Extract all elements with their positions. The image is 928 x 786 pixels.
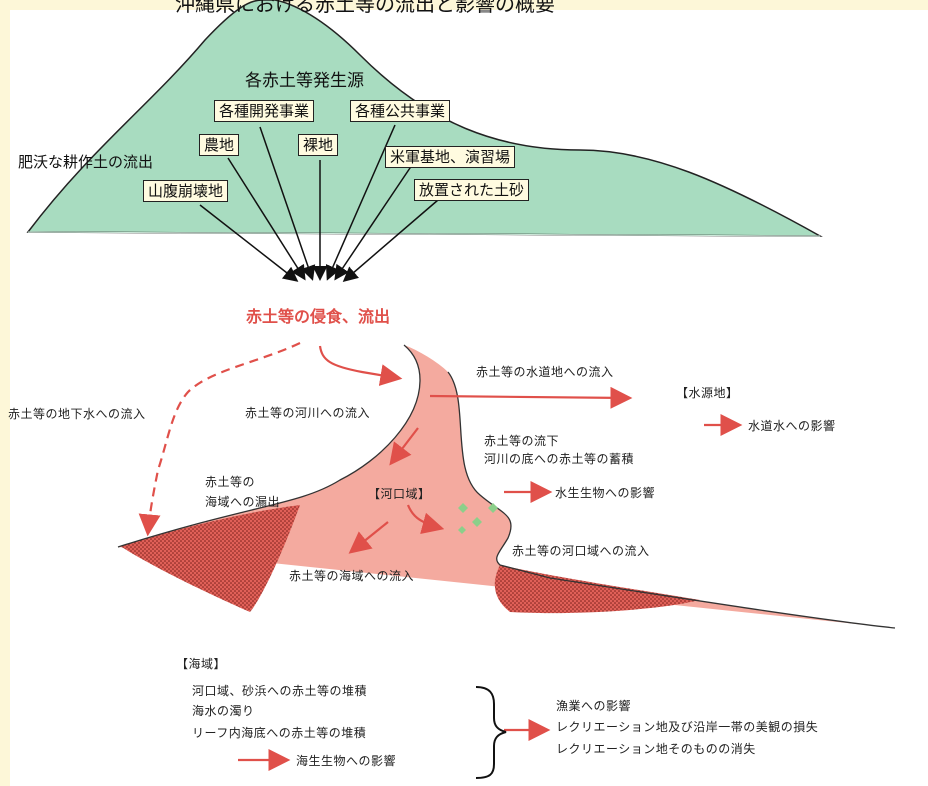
arrow-nochi bbox=[227, 157, 306, 281]
arrow-to-groundwater bbox=[138, 342, 301, 537]
particle-4 bbox=[458, 526, 466, 534]
source-bare-land: 裸地 bbox=[298, 134, 339, 156]
water-source-inflow-label: 赤土等の水道地への流入 bbox=[476, 365, 614, 379]
groundwater-label: 赤土等の地下水への流入 bbox=[8, 407, 146, 421]
top-strip bbox=[0, 0, 928, 10]
brace bbox=[475, 686, 507, 779]
sources-heading: 各赤土等発生源 bbox=[245, 71, 364, 91]
particle-2 bbox=[472, 517, 482, 527]
sea-item-2: 海水の濁り bbox=[192, 704, 255, 718]
estuary-title: 【河口域】 bbox=[368, 487, 431, 501]
sea-title: 【海域】 bbox=[176, 657, 227, 671]
arrow-yamahara bbox=[199, 204, 299, 282]
arrow-to-estuary bbox=[406, 504, 445, 534]
water-supply-effect: 水道水への影響 bbox=[748, 419, 836, 433]
left-strip bbox=[0, 0, 10, 786]
particle-1 bbox=[458, 503, 468, 513]
aquatic-effect-label: 水生生物への影響 bbox=[555, 486, 656, 500]
sea-outflow-label-1: 赤土等の bbox=[205, 475, 256, 489]
riverbed-deposit-label: 河川の底への赤土等の蓄積 bbox=[484, 452, 635, 466]
river-shape bbox=[118, 345, 895, 628]
result-1: 漁業への影響 bbox=[556, 699, 632, 713]
marine-effect-label: 海生生物への影響 bbox=[296, 754, 397, 768]
arrow-river-down bbox=[389, 427, 419, 466]
flow-down-label: 赤土等の流下 bbox=[484, 434, 560, 448]
arrow-kokyo bbox=[325, 124, 396, 281]
arrow-hochi bbox=[342, 199, 439, 282]
erosion-label: 赤土等の侵食、流出 bbox=[246, 307, 391, 326]
seafloor-deposit-left bbox=[120, 505, 300, 612]
source-development: 各種開発事業 bbox=[214, 100, 315, 122]
sea-outflow-label-2: 海域への漏出 bbox=[205, 495, 281, 509]
diagram-title: 沖縄県における赤土等の流出と影響の概要 bbox=[175, 0, 555, 16]
source-slope-collapse: 山腹崩壊地 bbox=[143, 180, 229, 202]
arrow-beigun bbox=[334, 164, 413, 281]
arrow-to-sea bbox=[348, 521, 389, 554]
fertile-soil-label: 肥沃な耕作土の流出 bbox=[18, 153, 154, 171]
arrow-to-river bbox=[318, 345, 403, 386]
source-public-works: 各種公共事業 bbox=[350, 100, 451, 122]
arrow-to-water-source bbox=[429, 386, 633, 409]
sea-inflow-label: 赤土等の海域への流入 bbox=[289, 569, 415, 583]
estuary-inflow-label: 赤土等の河口域への流入 bbox=[512, 544, 650, 558]
arrow-kaihatsu bbox=[259, 126, 316, 281]
particle-3 bbox=[488, 503, 498, 513]
result-2: レクリエーション地及び沿岸一帯の美観の損失 bbox=[556, 720, 819, 734]
result-3: レクリエーション地そのものの消失 bbox=[556, 742, 756, 756]
source-abandoned-soil: 放置された土砂 bbox=[414, 179, 530, 201]
source-farmland: 農地 bbox=[199, 134, 240, 156]
sea-item-3: リーフ内海底への赤土等の堆積 bbox=[192, 726, 367, 740]
source-military: 米軍基地、演習場 bbox=[385, 146, 516, 168]
river-inflow-label: 赤土等の河川への流入 bbox=[245, 406, 371, 420]
water-source-title: 【水源地】 bbox=[676, 386, 739, 400]
sea-item-1: 河口域、砂浜への赤土等の堆積 bbox=[192, 684, 368, 698]
